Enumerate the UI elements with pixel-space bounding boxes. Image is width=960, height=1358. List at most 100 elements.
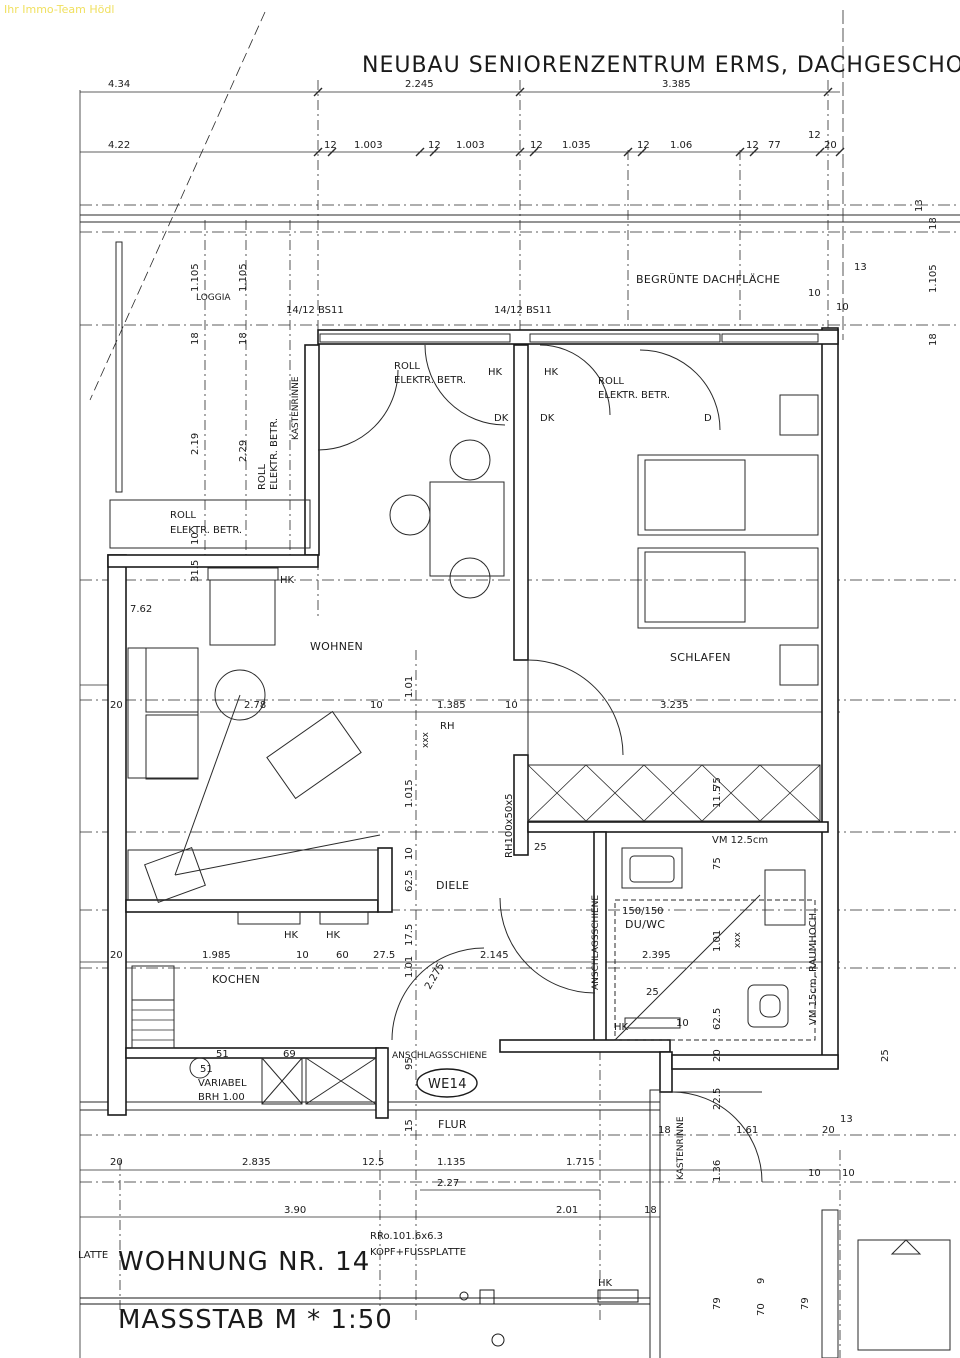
dim-125: 12.5 <box>362 1157 384 1168</box>
dim-175: 17.5 <box>404 924 415 946</box>
dimension-lines <box>80 87 845 1218</box>
dim-101b: 1.01 <box>712 930 723 952</box>
dim-201: 2.01 <box>556 1205 578 1216</box>
dim-18a: 18 <box>190 332 201 345</box>
dim-top1-a: 4.34 <box>108 79 130 90</box>
room-wohnen: WOHNEN <box>310 640 363 653</box>
dim-1105b: 1.105 <box>238 263 249 292</box>
dim-13c: 13 <box>840 1114 853 1125</box>
walls <box>107 327 839 1119</box>
dim-20e: 20 <box>110 1157 123 1168</box>
elektr-label-4: ELEKTR. BETR. <box>269 418 280 490</box>
dim-51a: 51 <box>216 1049 229 1060</box>
xxx-label-1: xxx <box>421 731 431 748</box>
brh-label: BRH 1.00 <box>198 1092 245 1103</box>
dim-18b: 18 <box>238 332 249 345</box>
furniture <box>127 344 951 1351</box>
dim-2395: 2.395 <box>642 950 671 961</box>
dim-227: 2.27 <box>437 1178 459 1189</box>
dim-79b: 79 <box>800 1297 811 1310</box>
dim-18e: 18 <box>658 1125 671 1136</box>
dim-136: 1.36 <box>712 1160 723 1182</box>
elektr-label-2: ELEKTR. BETR. <box>598 390 670 401</box>
room-schlafen: SCHLAFEN <box>670 651 731 664</box>
roll-label-3: ROLL <box>170 510 196 521</box>
room-diele: DIELE <box>436 879 469 892</box>
dim-101: 1.01 <box>404 676 415 698</box>
dim-top2-0: 4.22 <box>108 140 130 151</box>
dim-top2-6: 1.035 <box>562 140 591 151</box>
dim-2145: 2.145 <box>480 950 509 961</box>
dim-top2-9: 12 <box>746 140 759 151</box>
dim-161: 1.61 <box>736 1125 758 1136</box>
roll-label-2: ROLL <box>598 376 624 387</box>
unit-badge: WE14 <box>428 1077 467 1092</box>
dim-1105a: 1.105 <box>190 263 201 292</box>
bs-label-2: 14/12 BS11 <box>494 305 552 316</box>
room-kochen: KOCHEN <box>212 973 260 986</box>
dim-10c: 10 <box>404 847 415 860</box>
dim-390: 3.90 <box>284 1205 306 1216</box>
roll-label-1: ROLL <box>394 361 420 372</box>
dk-label-2: DK <box>540 413 555 424</box>
dim-9: 9 <box>756 1278 767 1284</box>
dim-275a: 27.5 <box>373 950 395 961</box>
dim-18d: 18 <box>928 333 939 346</box>
dim-95: 95 <box>404 1057 415 1070</box>
dim-69: 69 <box>283 1049 296 1060</box>
elektr-label-3: ELEKTR. BETR. <box>170 525 242 536</box>
dim-top2-7: 12 <box>637 140 650 151</box>
vm-label-2: VM 15cm, RAUMHOCH <box>808 913 819 1025</box>
latte-label: LATTE <box>78 1250 108 1261</box>
unit-badge-shape <box>416 1068 478 1098</box>
dim-top2-8: 1.06 <box>670 140 692 151</box>
dim-top2-5: 12 <box>530 140 543 151</box>
dim-15: 15 <box>404 1119 415 1132</box>
d-label: D <box>704 413 712 424</box>
dim-75b: 75 <box>712 857 723 870</box>
dim-10e: 10 <box>190 532 201 545</box>
dim-762: 7.62 <box>130 604 152 615</box>
dim-10d: 10 <box>296 950 309 961</box>
dim-10g: 10 <box>836 302 849 313</box>
plan-title: NEUBAU SENIORENZENTRUM ERMS, DACHGESCHO <box>362 53 960 78</box>
rr-label-2: KOPF+FUSSPLATTE <box>370 1247 466 1258</box>
dim-20b: 20 <box>110 950 123 961</box>
dim-13b: 13 <box>914 199 925 212</box>
scale-label: MASSSTAB M * 1:50 <box>118 1305 393 1335</box>
shower-size: 150/150 <box>622 906 664 917</box>
dim-225: 22.5 <box>712 1088 723 1110</box>
dim-101c: 1.01 <box>404 956 415 978</box>
dim-229: 2.29 <box>238 440 249 462</box>
dim-25a: 25 <box>534 842 547 853</box>
room-flur: FLUR <box>438 1118 467 1131</box>
anschlag-label-2: ANSCHLAGSSCHIENE <box>591 895 601 990</box>
rh-label: RH <box>440 721 454 732</box>
anschlag-label-1: ANSCHLAGSSCHIENE <box>392 1051 487 1061</box>
rr-label-1: RRo.101.6x6.3 <box>370 1231 443 1242</box>
dim-10a: 10 <box>370 700 383 711</box>
dim-1985: 1.985 <box>202 950 231 961</box>
dim-25c: 25 <box>880 1049 891 1062</box>
windows <box>109 241 839 1358</box>
dim-top1-b: 2.245 <box>405 79 434 90</box>
hk-label-6: HK <box>614 1022 629 1033</box>
roof-label: BEGRÜNTE DACHFLÄCHE <box>636 273 780 286</box>
vm-label-1: VM 12.5cm <box>712 835 768 846</box>
dim-10b: 10 <box>505 700 518 711</box>
variabel-label: VARIABEL <box>198 1078 247 1089</box>
dim-1105c: 1.105 <box>928 264 939 293</box>
dim-70: 70 <box>756 1303 767 1316</box>
room-loggia: LOGGIA <box>196 293 231 303</box>
elektr-label-1: ELEKTR. BETR. <box>394 375 466 386</box>
room-du-wc: DU/WC <box>625 918 665 931</box>
dim-1135: 1.135 <box>437 1157 466 1168</box>
hk-label-5: HK <box>326 930 341 941</box>
dim-115: 11.5 <box>712 786 723 808</box>
bottom-rail <box>80 1289 650 1347</box>
dim-25b: 25 <box>646 987 659 998</box>
dim-10j: 10 <box>842 1168 855 1179</box>
dim-10f: 10 <box>808 288 821 299</box>
hk-label-7: HK <box>598 1278 613 1289</box>
dim-top2-11: 12 <box>808 130 821 141</box>
